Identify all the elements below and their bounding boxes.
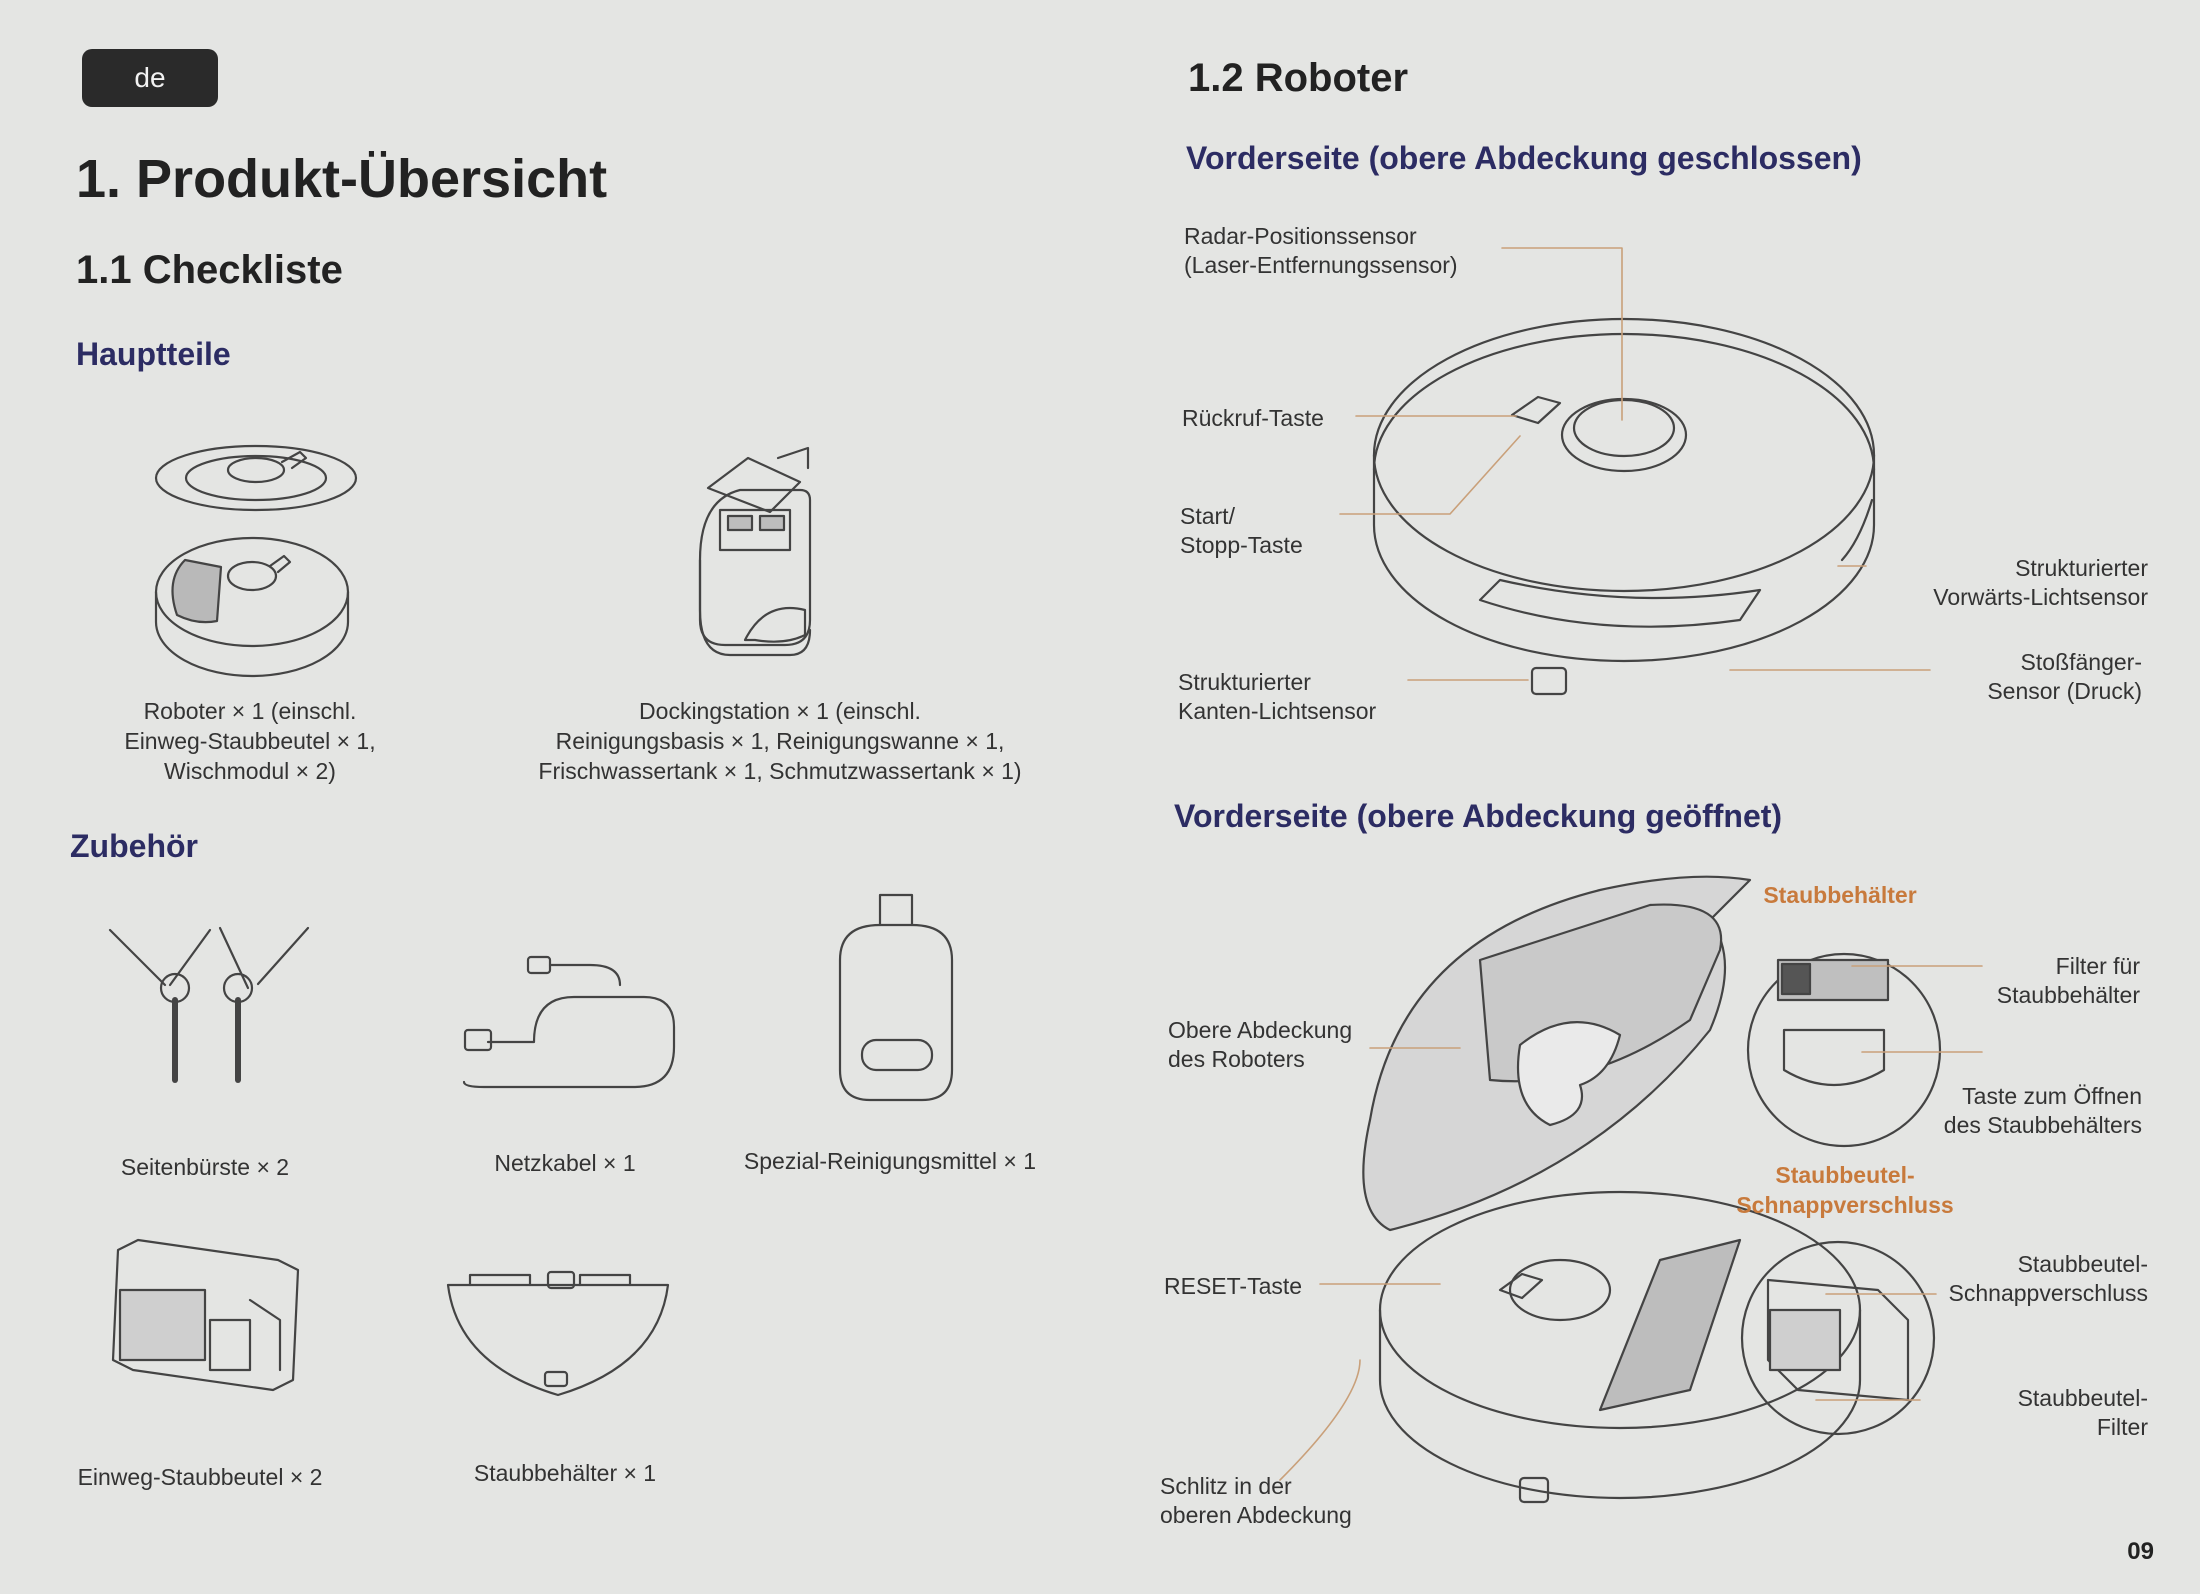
main-parts-heading: Hauptteile [76, 336, 231, 372]
label-line: Stopp-Taste [1180, 532, 1303, 558]
label-line: Staubbehälter [1763, 882, 1917, 908]
dust-bag-detail-illustration [1740, 1240, 1936, 1436]
dustbin-accessory-illustration [446, 1270, 670, 1397]
label-line: (Laser-Entfernungssensor) [1184, 252, 1458, 278]
label-line: Kanten-Lichtsensor [1178, 698, 1377, 724]
label-line: Staubbehälter [1996, 982, 2140, 1008]
caption-line: Einweg-Staubbeutel × 1, [124, 728, 376, 754]
label-line: oberen Abdeckung [1160, 1502, 1352, 1528]
side-brush-illustration [108, 926, 310, 1083]
label-line: Filter für [2055, 953, 2140, 979]
dustbin-callout: Staubbehälter [1740, 880, 1940, 910]
power-cord-caption: Netzkabel × 1 [494, 1150, 636, 1176]
robot-caption: Roboter × 1 (einschl. Einweg-Staubbeutel… [100, 696, 400, 786]
label-line: des Staubbehälters [1943, 1112, 2142, 1138]
reset-button-label: RESET-Taste [1164, 1272, 1302, 1301]
dustbin-detail-illustration [1746, 952, 1942, 1148]
dustbin-caption: Staubbehälter × 1 [473, 1460, 657, 1486]
dust-bag-illustration [111, 1238, 300, 1392]
page-title: 1. Produkt-Übersicht [76, 149, 608, 209]
cleaning-solution-illustration [838, 893, 954, 1102]
bag-filter-label: Staubbeutel- Filter [2018, 1384, 2148, 1442]
label-line: Staubbeutel- [2017, 1385, 2148, 1411]
snap-lock-callout: Staubbeutel- Schnappverschluss [1720, 1160, 1970, 1220]
label-line: Rückruf-Taste [1182, 405, 1324, 431]
label-line: Schnappverschluss [1948, 1280, 2148, 1306]
robot-closed-illustration [1372, 317, 1876, 696]
robot-with-mop-illustration [154, 444, 358, 678]
side-brush-caption: Seitenbürste × 2 [120, 1154, 290, 1180]
label-line: Radar-Positionssensor [1184, 223, 1417, 249]
robot-section-heading: 1.2 Roboter [1188, 56, 1409, 100]
label-line: Staubbeutel- [1775, 1162, 1915, 1188]
closed-cover-heading: Vorderseite (obere Abdeckung geschlossen… [1186, 140, 1862, 176]
caption-line: Roboter × 1 (einschl. [143, 698, 357, 724]
leader-lines [1279, 247, 1983, 1481]
snap-lock-label: Staubbeutel- Schnappverschluss [1949, 1250, 2148, 1308]
top-cover-label: Obere Abdeckung des Roboters [1168, 1016, 1352, 1074]
open-cover-heading: Vorderseite (obere Abdeckung geöffnet) [1174, 798, 1783, 834]
label-line: Obere Abdeckung [1168, 1017, 1353, 1043]
label-line: Start/ [1180, 503, 1235, 529]
checklist-heading: 1.1 Checkliste [76, 248, 343, 292]
label-line: Taste zum Öffnen [1962, 1083, 2142, 1109]
label-line: Vorwärts-Lichtsensor [1933, 584, 2148, 610]
docking-station-illustration [698, 446, 812, 657]
language-tab: de [82, 49, 218, 107]
label-line: des Roboters [1168, 1046, 1305, 1072]
label-line: Schnappverschluss [1736, 1192, 1954, 1218]
label-line: Sensor (Druck) [1987, 678, 2142, 704]
forward-sensor-label: Strukturierter Vorwärts-Lichtsensor [1933, 554, 2148, 612]
caption-line: Dockingstation × 1 (einschl. [639, 698, 921, 724]
label-line: RESET-Taste [1164, 1273, 1303, 1299]
edge-sensor-label: Strukturierter Kanten-Lichtsensor [1178, 668, 1376, 726]
filter-label: Filter für Staubbehälter [1997, 952, 2140, 1010]
slot-label: Schlitz in der oberen Abdeckung [1160, 1472, 1352, 1530]
accessories-heading: Zubehör [70, 828, 198, 864]
robot-open-illustration [1378, 1190, 1862, 1504]
top-cover-illustration [1362, 875, 1752, 1232]
caption-line: Reinigungsbasis × 1, Reinigungswanne × 1… [555, 728, 1005, 754]
return-button-label: Rückruf-Taste [1182, 404, 1324, 433]
label-line: Strukturierter [2015, 555, 2148, 581]
label-line: Stoßfänger- [2020, 649, 2142, 675]
cleaning-solution-caption: Spezial-Reinigungsmittel × 1 [743, 1148, 1037, 1174]
docking-station-caption: Dockingstation × 1 (einschl. Reinigungsb… [510, 696, 1050, 786]
caption-line: Frischwassertank × 1, Schmutzwassertank … [538, 758, 1022, 784]
label-line: Staubbeutel- [2017, 1251, 2148, 1277]
dust-bag-caption: Einweg-Staubbeutel × 2 [77, 1464, 323, 1490]
caption-line: Wischmodul × 2) [164, 758, 336, 784]
open-button-label: Taste zum Öffnen des Staubbehälters [1944, 1082, 2142, 1140]
page-number: 09 [2127, 1538, 2154, 1565]
power-cord-illustration [462, 955, 676, 1089]
bumper-sensor-label: Stoßfänger- Sensor (Druck) [1987, 648, 2142, 706]
label-line: Strukturierter [1178, 669, 1311, 695]
start-stop-label: Start/ Stopp-Taste [1180, 502, 1303, 560]
label-line: Schlitz in der [1160, 1473, 1292, 1499]
radar-sensor-label: Radar-Positionssensor (Laser-Entfernungs… [1184, 222, 1458, 280]
label-line: Filter [2096, 1414, 2148, 1440]
